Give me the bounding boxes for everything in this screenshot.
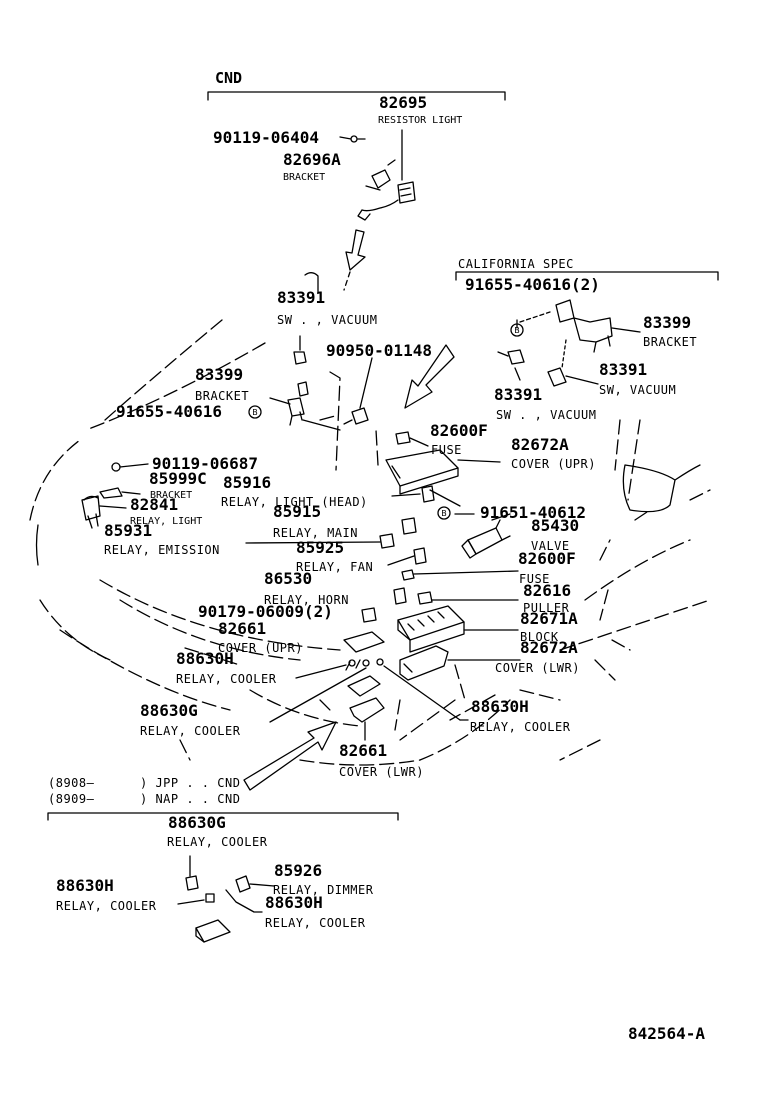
part-name: RELAY, DIMMER	[273, 883, 374, 897]
part-name: RELAY, LIGHT	[130, 516, 203, 527]
part-name: BRACKET	[643, 335, 698, 349]
lower-group-drawing	[177, 855, 275, 943]
group-jpp-label: ) JPP . . CND	[140, 776, 241, 790]
part-name: RELAY, COOLER	[140, 724, 241, 738]
part-number: 88630H	[56, 876, 114, 895]
part-number: 85925	[296, 538, 345, 557]
bolt-mark-text: B	[441, 509, 447, 518]
part-number: 85915	[273, 502, 322, 521]
part-number: 90119-06687	[152, 454, 258, 473]
part-name: RELAY, LIGHT (HEAD)	[221, 495, 368, 509]
bolt-mark-icon	[510, 323, 524, 337]
california-group-bracket	[455, 271, 719, 281]
bolt-mark-text: B	[514, 326, 520, 335]
group-nap-label: ) NAP . . CND	[140, 792, 241, 806]
part-name: RELAY, MAIN	[273, 526, 358, 540]
cnd-group-bracket	[207, 91, 506, 101]
part-name: BRACKET	[150, 490, 193, 501]
part-number: 82696A	[283, 150, 341, 169]
part-name: RELAY, COOLER	[470, 720, 571, 734]
part-name: RELAY, FAN	[296, 560, 374, 574]
part-number: 83399	[195, 365, 244, 384]
part-number: 90179-06009(2)	[198, 602, 333, 621]
part-number: 85931	[104, 521, 153, 540]
part-name: COVER (LWR)	[339, 765, 424, 779]
bolt-mark-icon	[437, 506, 451, 520]
group-jpp-code: (8908—	[48, 776, 95, 790]
part-number: 82671A	[520, 609, 578, 628]
part-name: FUSE	[431, 443, 462, 457]
part-name: RELAY, HORN	[264, 593, 349, 607]
part-name: BRACKET	[195, 389, 250, 403]
part-name: RELAY, COOLER	[265, 916, 366, 930]
part-number: 82661	[339, 741, 388, 760]
part-number: 88630H	[265, 893, 323, 912]
part-number: 82661	[218, 619, 267, 638]
part-number: 83399	[643, 313, 692, 332]
part-number: 88630G	[140, 701, 198, 720]
jpp-group-bracket	[47, 812, 399, 821]
part-number: 86530	[264, 569, 313, 588]
part-name: SW . , VACUUM	[277, 313, 378, 327]
part-name: COVER (UPR)	[511, 457, 596, 471]
part-name: RELAY, COOLER	[56, 899, 157, 913]
part-number: 90950-01148	[326, 341, 432, 360]
relay-left-drawing	[81, 462, 149, 529]
bolt-mark-text: B	[252, 408, 258, 417]
part-name: PULLER	[523, 601, 570, 615]
part-name: SW, VACUUM	[599, 383, 677, 397]
part-number: 88630H	[471, 697, 529, 716]
part-name: RELAY, COOLER	[176, 672, 277, 686]
vacuum-switch-left-drawing	[269, 272, 319, 426]
part-number: 88630H	[176, 649, 234, 668]
part-number: 82695	[379, 93, 428, 112]
group-nap-code: (8909—	[48, 792, 95, 806]
part-number: 85430	[531, 516, 580, 535]
part-number: 82600F	[518, 549, 576, 568]
part-number: 85999C	[149, 469, 207, 488]
california-assembly-drawing	[497, 299, 641, 387]
bolt-mark-icon	[248, 405, 262, 419]
part-name: SW . , VACUUM	[496, 408, 597, 422]
reference-number: 842564-A	[628, 1024, 706, 1043]
part-name: FUSE	[519, 572, 550, 586]
part-number: 88630G	[168, 813, 226, 832]
part-name: BRACKET	[283, 172, 326, 183]
part-name: VALVE	[531, 539, 570, 553]
part-number: 90119-06404	[213, 128, 319, 147]
flow-arrow-1	[345, 229, 366, 271]
part-number: 82841	[130, 495, 179, 514]
flow-arrow-2	[404, 344, 455, 409]
group-california-label: CALIFORNIA SPEC	[458, 257, 574, 271]
body-outline	[29, 319, 711, 766]
relay-block-upper-drawing	[385, 431, 501, 495]
part-number: 83391	[494, 385, 543, 404]
part-number: 82672A	[520, 638, 578, 657]
relay-block-lower-drawing	[269, 605, 521, 741]
part-number: 82672A	[511, 435, 569, 454]
part-name: RESISTOR LIGHT	[378, 115, 463, 126]
flow-arrow-3	[243, 721, 337, 791]
part-number: 91655-40616(2)	[465, 275, 600, 294]
part-number: 85926	[274, 861, 323, 880]
part-number: 91655-40616	[116, 402, 222, 421]
part-name: COVER (UPR)	[218, 641, 303, 655]
part-number: 82600F	[430, 421, 488, 440]
part-number: 85916	[223, 473, 272, 492]
part-name: BLOCK	[520, 630, 559, 644]
part-number: 91651-40612	[480, 503, 586, 522]
part-number: 82616	[523, 581, 572, 600]
valve-drawing	[429, 489, 511, 559]
part-name: COVER (LWR)	[495, 661, 580, 675]
group-cnd-label: CND	[215, 69, 243, 87]
fender-edge	[622, 464, 676, 513]
resistor-light-drawing	[339, 129, 416, 221]
part-number: 83391	[599, 360, 648, 379]
part-number: 83391	[277, 288, 326, 307]
part-name: RELAY, COOLER	[167, 835, 268, 849]
part-name: RELAY, EMISSION	[104, 543, 220, 557]
